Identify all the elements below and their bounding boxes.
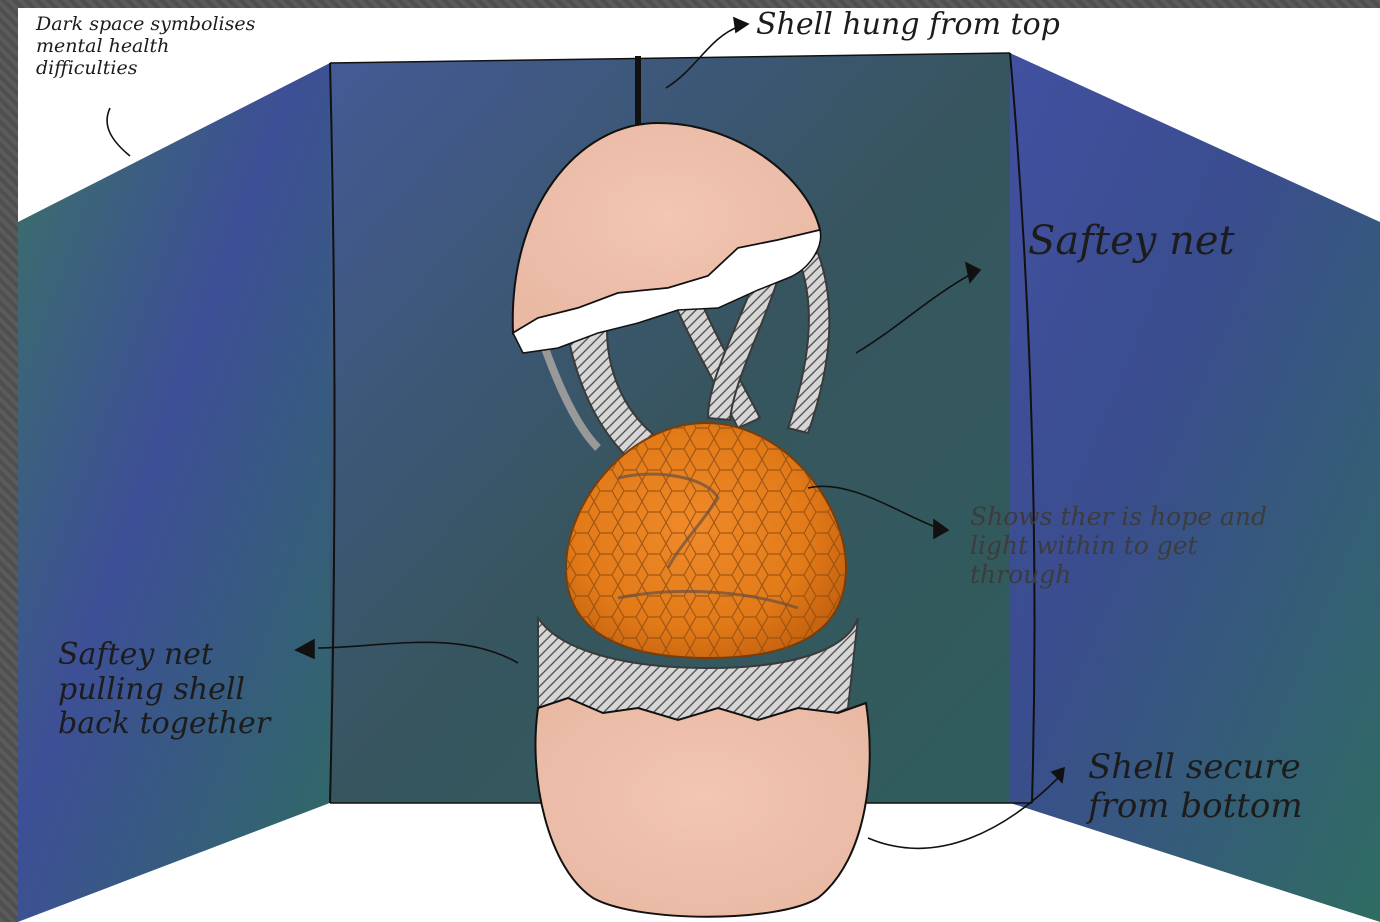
annotation-safety-net-top: Saftey net — [1028, 218, 1328, 264]
annotation-shell-hung: Shell hung from top — [756, 8, 1176, 43]
annotation-hope-light: Shows ther is hope and light within to g… — [970, 503, 1370, 589]
bottom-shell — [535, 698, 869, 917]
annotation-dark-space: Dark space symbolises mental health diff… — [36, 14, 366, 80]
annotation-safety-net-pulling: Saftey net pulling shell back together — [58, 638, 338, 742]
drawing-canvas: Dark space symbolises mental health diff… — [18, 8, 1380, 922]
left-wall — [18, 63, 330, 922]
annotation-shell-secure: Shell secure from bottom — [1088, 748, 1368, 826]
